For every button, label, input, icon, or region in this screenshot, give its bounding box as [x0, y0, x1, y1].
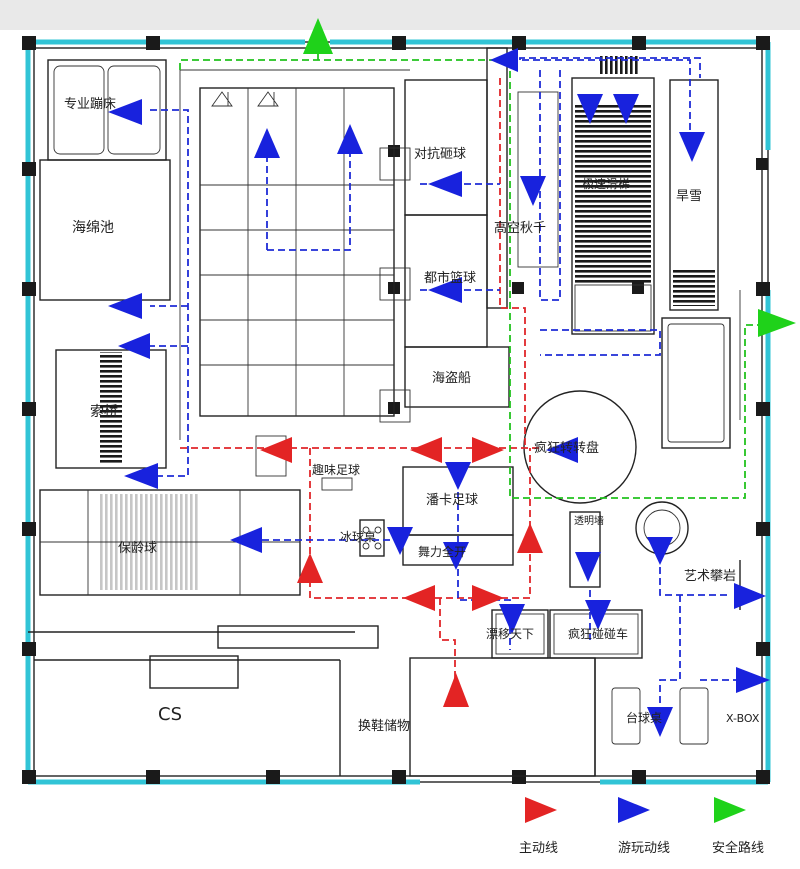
safety-exit-arrow-up [303, 18, 333, 54]
play-arrow-up [337, 124, 363, 154]
zone-labels: 专业蹦床 海绵池 索桥 保龄球 对抗砸球 都市篮球 海盗船 极速滑梯 高空秋千 … [64, 97, 760, 734]
legend-play-arrow [618, 797, 650, 823]
legend-play-label: 游玩动线 [618, 841, 670, 856]
zone-label-sky-swing: 高空秋千 [494, 220, 546, 236]
play-arrow-left [118, 333, 150, 359]
play-arrow-down [445, 462, 471, 490]
zone-label-panna-football: 潘卡足球 [426, 493, 478, 508]
play-arrow-down [577, 94, 603, 124]
zone-label-shoe-storage: 换鞋储物 [358, 718, 410, 734]
play-arrow-down [647, 537, 673, 565]
zone-label-ice-hockey: 冰球桌 [340, 530, 376, 544]
zone-label-bumper-car: 疯狂碰碰车 [568, 626, 628, 641]
main-arrow-left [410, 437, 442, 463]
play-arrow-left [124, 463, 158, 489]
zone-label-transparent-wall: 透明墙 [574, 514, 604, 527]
play-arrow-down [575, 552, 601, 582]
play-route-arrows [108, 48, 770, 737]
zone-label-bowling: 保龄球 [118, 541, 157, 556]
legend-main-label: 主动线 [519, 841, 558, 856]
safety-exit-arrows [303, 18, 796, 337]
main-arrow-up [443, 673, 469, 707]
zone-label-rope-bridge: 索桥 [90, 403, 118, 420]
play-arrow-left [108, 99, 142, 125]
main-arrow-up [517, 523, 543, 553]
zone-label-cs: CS [158, 704, 182, 725]
play-arrow-down [585, 600, 611, 630]
zone-label-slide: 极速滑梯 [582, 177, 630, 191]
main-route-lines [180, 78, 540, 700]
zone-label-dry-snow: 旱雪 [676, 189, 702, 204]
play-arrow-down [387, 527, 413, 555]
zone-label-drift: 漂移天下 [486, 627, 534, 641]
play-arrow-up [254, 128, 280, 158]
zone-label-art-climbing: 艺术攀岩 [684, 569, 736, 584]
main-arrow-up [297, 553, 323, 583]
main-arrow-right [472, 437, 504, 463]
legend-main-arrow [525, 797, 557, 823]
play-arrow-right [736, 667, 770, 693]
play-arrow-down [647, 707, 673, 737]
play-arrow-down [499, 604, 525, 634]
play-arrow-down [520, 176, 546, 206]
zone-label-xbox: X-BOX [726, 712, 760, 725]
main-arrow-left [260, 437, 292, 463]
zone-label-pirate-ship: 海盗船 [432, 370, 471, 386]
zone-label-crazy-turntable: 疯狂转转盘 [534, 440, 599, 456]
legend: 主动线 游玩动线 安全路线 [519, 797, 764, 856]
play-arrow-left [108, 293, 142, 319]
play-arrow-left [230, 527, 262, 553]
play-arrow-down [443, 542, 469, 570]
zone-label-sponge-pit: 海绵池 [72, 219, 114, 236]
top-band [0, 0, 800, 30]
legend-safety-label: 安全路线 [712, 840, 764, 856]
zone-label-urban-basketball: 都市篮球 [424, 270, 476, 286]
safety-exit-arrow-right [758, 309, 796, 337]
legend-safety-arrow [714, 797, 746, 823]
zone-label-table-football: 台球桌 [626, 710, 662, 725]
zone-label-dance-machine: 舞力全开 [418, 544, 466, 559]
main-arrow-left [403, 585, 435, 611]
play-arrow-left [546, 437, 578, 463]
play-arrow-left [428, 171, 462, 197]
play-arrow-right [734, 583, 766, 609]
zone-label-pro-trampoline: 专业蹦床 [64, 97, 116, 112]
main-arrow-right [472, 585, 504, 611]
main-route-arrows [260, 437, 543, 707]
interior-layout [28, 47, 741, 777]
play-arrow-left [490, 48, 518, 72]
zone-label-dodgeball: 对抗砸球 [414, 147, 466, 162]
play-arrow-left [428, 277, 462, 303]
play-arrow-down [679, 132, 705, 162]
play-arrow-down [613, 94, 639, 124]
zone-label-fun-football: 趣味足球 [312, 462, 360, 477]
